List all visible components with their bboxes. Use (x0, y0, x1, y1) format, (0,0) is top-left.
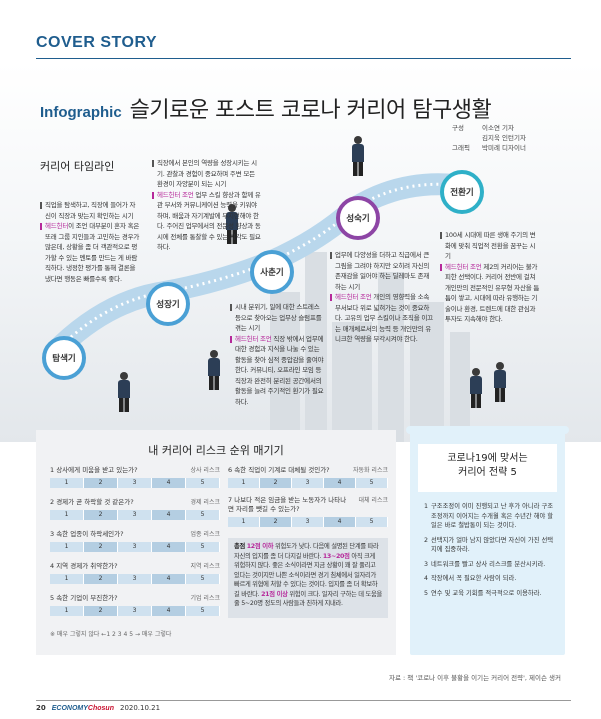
score-summary: 총점 12점 이하 위험도가 낮다. 다음에 설명된 단계를 따라 자신의 입지… (228, 538, 388, 618)
note-explore: 직업을 탐색하고, 직장에 들어가 자신이 직장과 맞는지 확인하는 시기 헤드… (40, 200, 140, 284)
node-adolescence: 사춘기 (250, 250, 294, 294)
section-header: COVER STORY (36, 34, 158, 51)
brand-logo: ECONOMYChosun (51, 705, 114, 712)
header-rule (36, 58, 571, 59)
strategy-title-box (418, 444, 557, 492)
main-title: 슬기로운 포스트 코로나 커리어 탐구생활 (129, 98, 492, 123)
scale-legend: ※ 매우 그렇지 않다 ←1 2 3 4 5 → 매우 그렇다 (50, 631, 172, 638)
person-figure (352, 136, 364, 176)
note-growth: 직장에서 본인의 역량을 성장시키는 시기. 관찰과 경험이 중요하며 주변 모… (152, 158, 262, 253)
page-number: 20 (36, 704, 46, 712)
page-footer: 20 ECONOMYChosun 2020.10.21 (36, 704, 160, 712)
person-figure (494, 362, 506, 402)
node-maturity: 성숙기 (336, 196, 380, 240)
node-explore: 탐색기 (42, 336, 86, 380)
risk-question: 7 나보다 적은 임금을 받는 노동자가 나타나면 자리를 뺏길 수 있는가?대… (228, 496, 388, 527)
infographic-title: Infographic 슬기로운 포스트 코로나 커리어 탐구생활 (40, 92, 492, 124)
note-transition: 100세 시대에 따른 생애 주기의 변화에 맞춰 직업적 전환을 꿈꾸는 시기… (440, 230, 540, 325)
issue-date: 2020.10.21 (119, 704, 161, 712)
hero-background (0, 62, 601, 442)
note-maturity: 업무에 다양성을 더하고 직급에서 큰 그림을 그려야 하지만 오히려 자신의 … (330, 250, 434, 345)
person-figure (208, 350, 220, 390)
person-figure (470, 368, 482, 408)
note-adolescence: 시내 분위기, 일에 대한 스트레스 등으로 찾아오는 업무상 슬럼프를 겪는 … (230, 302, 326, 407)
footer-rule (36, 700, 571, 701)
person-figure (118, 372, 130, 412)
source-note: 자료 : 책 '코로나 이후 불황을 이기는 커리어 전략', 제이슨 생커 (388, 674, 561, 682)
risk-panel: 내 커리어 리스크 순위 매기기 1 상사에게 미움을 받고 있는가?상사 리스… (36, 430, 396, 655)
node-growth: 성장기 (146, 282, 190, 326)
node-transition: 전환기 (440, 170, 484, 214)
infographic-label: Infographic (40, 104, 122, 121)
person-figure (226, 204, 238, 244)
timeline-title: 커리어 타임라인 (40, 160, 115, 173)
risk-title: 내 커리어 리스크 순위 매기기 (148, 444, 284, 457)
